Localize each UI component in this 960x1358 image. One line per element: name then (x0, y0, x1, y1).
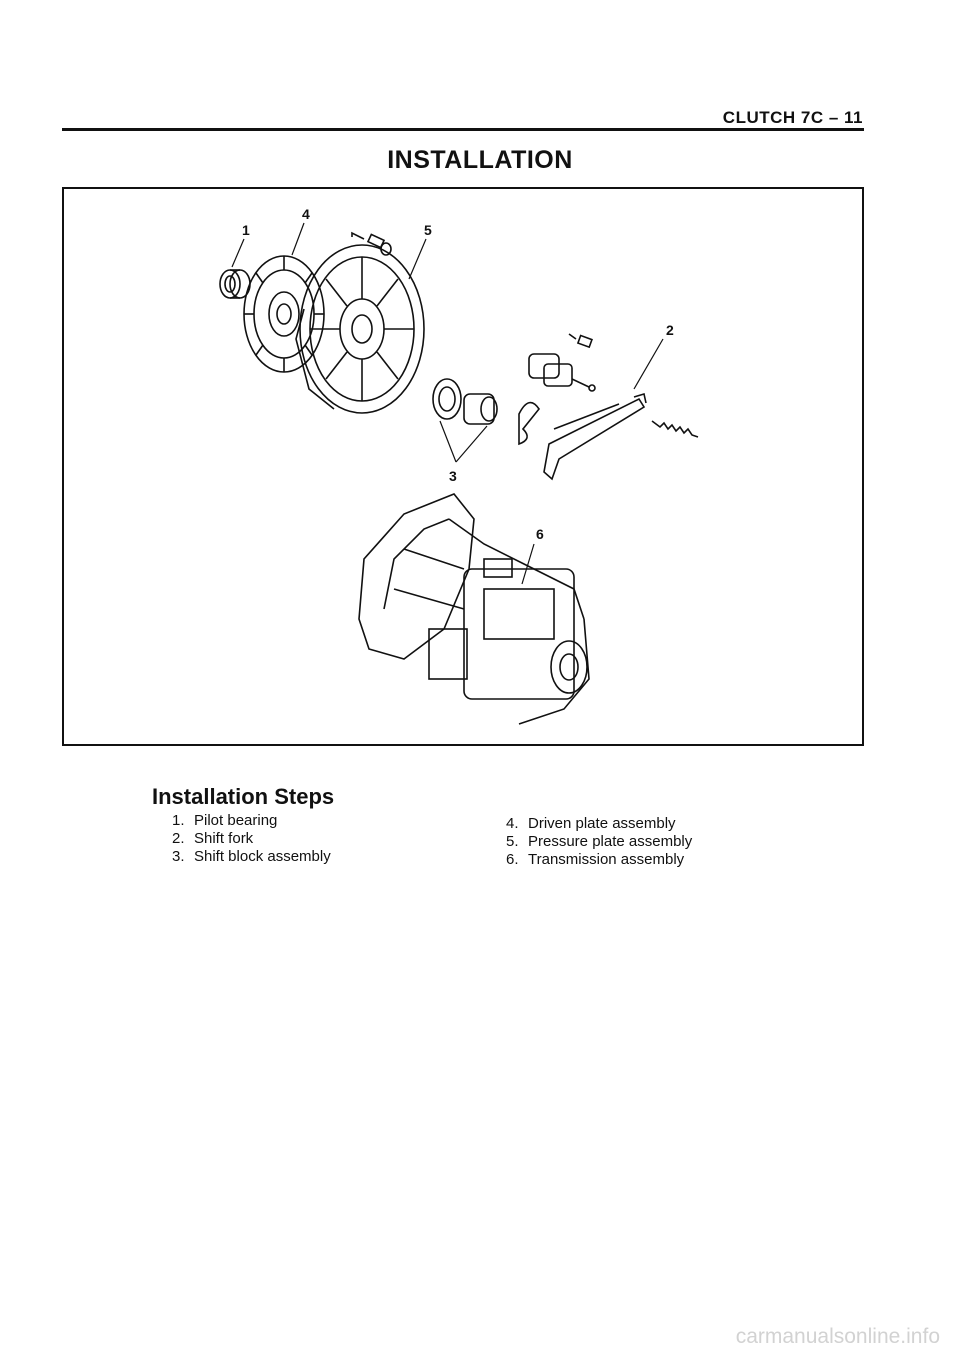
driven-plate-drawing (243, 255, 325, 373)
callout-2: 2 (666, 322, 674, 338)
pilot-bearing-drawing (219, 269, 251, 299)
pressure-plate-bolt-drawing (351, 231, 392, 256)
pressure-plate-drawing (295, 244, 425, 414)
step-number: 1. (172, 812, 185, 829)
step-number: 2. (172, 830, 185, 847)
step-item: 3. Shift block assembly (172, 848, 331, 865)
watermark-text: carmanualsonline.info (735, 1325, 940, 1348)
header-rule (62, 128, 864, 131)
step-label: Pressure plate assembly (528, 833, 693, 850)
step-label: Transmission assembly (528, 851, 685, 868)
step-label: Driven plate assembly (528, 815, 676, 832)
steps-heading: Installation Steps (152, 784, 335, 809)
section-header: CLUTCH 7C – 11 (722, 108, 863, 127)
step-number: 3. (172, 848, 185, 865)
step-number: 5. (506, 833, 519, 850)
callout-5: 5 (424, 222, 432, 238)
page-title: INSTALLATION (387, 146, 573, 174)
shift-fork-drawing (543, 392, 647, 481)
step-item: 1. Pilot bearing (172, 812, 277, 829)
leader-lines (231, 222, 664, 585)
shift-block-drawing (432, 378, 540, 446)
slave-cylinder-drawing (528, 333, 596, 392)
exploded-view-figure: 1 2 3 4 5 6 (62, 187, 864, 746)
step-label: Shift block assembly (194, 848, 331, 865)
callout-1: 1 (242, 222, 250, 238)
step-item: 2. Shift fork (172, 830, 253, 847)
step-item: 6. Transmission assembly (506, 851, 684, 868)
step-label: Pilot bearing (194, 812, 278, 829)
step-number: 6. (506, 851, 519, 868)
callout-6: 6 (536, 526, 544, 542)
step-number: 4. (506, 815, 519, 832)
return-spring-drawing (651, 420, 699, 438)
step-item: 4. Driven plate assembly (506, 815, 676, 832)
transmission-drawing (358, 493, 590, 725)
callout-4: 4 (302, 206, 310, 222)
step-item: 5. Pressure plate assembly (506, 833, 692, 850)
callout-3: 3 (449, 468, 457, 484)
step-label: Shift fork (194, 830, 254, 847)
exploded-view-illustration: 1 2 3 4 5 6 (219, 206, 699, 725)
